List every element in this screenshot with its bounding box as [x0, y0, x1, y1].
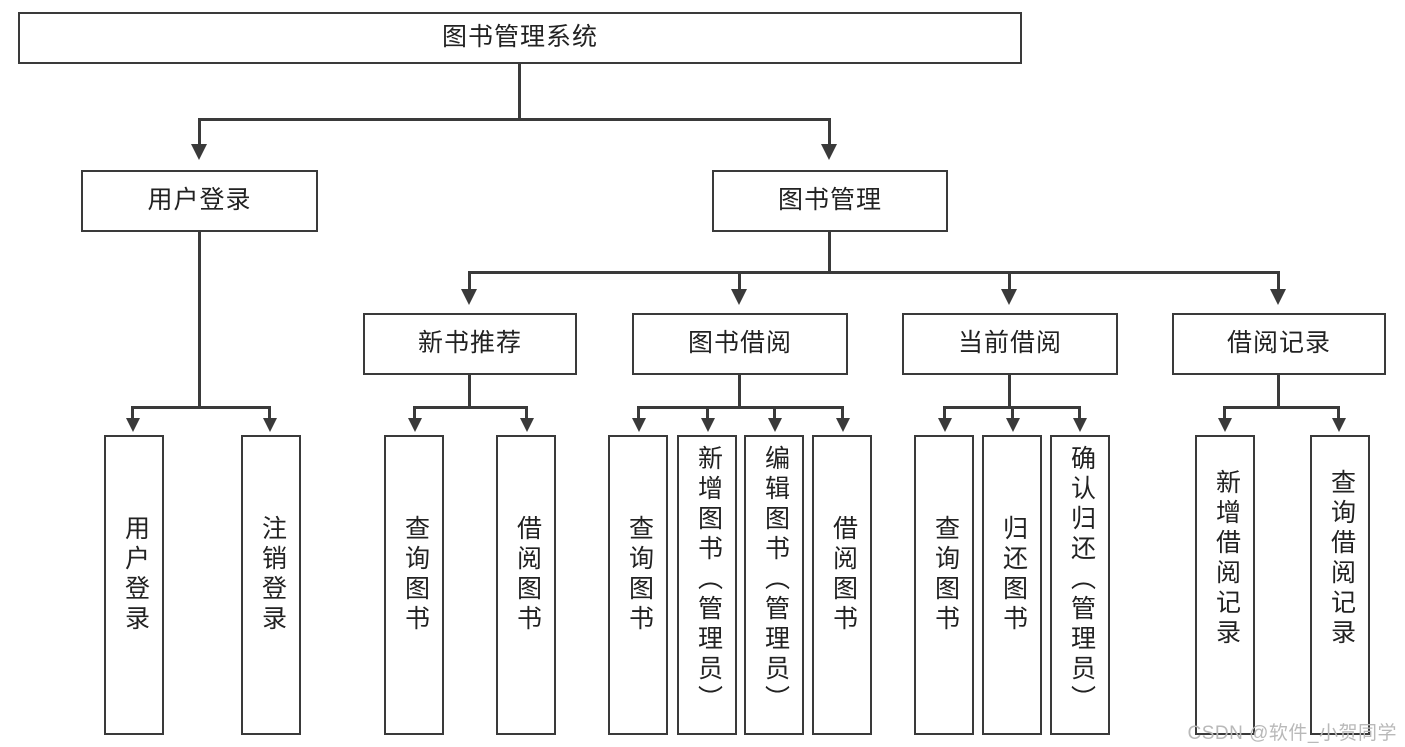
- arrowhead-query-book-2: [632, 418, 646, 432]
- node-current-borrow[interactable]: 当前借阅: [902, 313, 1118, 375]
- arrowhead-query-book-1: [408, 418, 422, 432]
- connector-drop-add-book: [706, 406, 709, 420]
- connector-bar-book-borrow: [637, 406, 844, 409]
- node-new-book-recommend[interactable]: 新书推荐: [363, 313, 577, 375]
- node-label: 新书推荐: [417, 329, 522, 358]
- connector-drop-query-record: [1337, 406, 1340, 420]
- leaf-query-book-current[interactable]: 查询图书: [914, 435, 974, 735]
- node-user-login[interactable]: 用户登录: [81, 170, 318, 232]
- arrowhead-book-borrow: [731, 289, 747, 305]
- arrowhead-query-book-3: [938, 418, 952, 432]
- connector-bar-new-book: [413, 406, 528, 409]
- connector-drop-borrow-book-2: [841, 406, 844, 420]
- arrowhead-borrow-book-1: [520, 418, 534, 432]
- arrowhead-borrow-book-2: [836, 418, 850, 432]
- connector-stem-book-borrow: [738, 375, 741, 409]
- connector-drop-user-login: [198, 118, 201, 146]
- leaf-return-book[interactable]: 归还图书: [982, 435, 1042, 735]
- connector-drop-query-book-2: [637, 406, 640, 420]
- connector-drop-leaf-logout: [268, 406, 271, 420]
- connector-book-manage-bar: [468, 271, 1280, 274]
- connector-user-login-stem: [198, 232, 201, 409]
- node-label: 查询图书: [625, 515, 654, 635]
- arrowhead-return-book: [1006, 418, 1020, 432]
- leaf-borrow-book-recommend[interactable]: 借阅图书: [496, 435, 556, 735]
- node-label: 注销登录: [258, 515, 287, 635]
- arrowhead-add-record: [1218, 418, 1232, 432]
- arrowhead-book-manage: [821, 144, 837, 160]
- node-label: 用户登录: [121, 515, 150, 635]
- leaf-confirm-return[interactable]: 确认归还（管理员）: [1050, 435, 1110, 735]
- node-label: 查询图书: [931, 515, 960, 635]
- arrowhead-query-record: [1332, 418, 1346, 432]
- node-label: 确认归还（管理员）: [1067, 445, 1096, 715]
- connector-drop-book-manage: [828, 118, 831, 146]
- leaf-user-login[interactable]: 用户登录: [104, 435, 164, 735]
- connector-drop-new-book: [468, 271, 471, 291]
- node-label: 归还图书: [999, 515, 1028, 635]
- leaf-query-book-borrow[interactable]: 查询图书: [608, 435, 668, 735]
- connector-drop-edit-book: [773, 406, 776, 420]
- node-label: 新增借阅记录: [1212, 469, 1241, 649]
- leaf-query-book-recommend[interactable]: 查询图书: [384, 435, 444, 735]
- connector-stem-borrow-records: [1277, 375, 1280, 409]
- arrowhead-borrow-records: [1270, 289, 1286, 305]
- connector-drop-confirm-return: [1078, 406, 1081, 420]
- connector-root-bar: [198, 118, 830, 121]
- connector-stem-current-borrow: [1008, 375, 1011, 409]
- leaf-add-book[interactable]: 新增图书（管理员）: [677, 435, 737, 735]
- arrowhead-edit-book: [768, 418, 782, 432]
- leaf-query-borrow-record[interactable]: 查询借阅记录: [1310, 435, 1370, 735]
- connector-drop-borrow-book-1: [525, 406, 528, 420]
- arrowhead-new-book: [461, 289, 477, 305]
- leaf-logout[interactable]: 注销登录: [241, 435, 301, 735]
- node-label: 编辑图书（管理员）: [761, 445, 790, 715]
- arrowhead-add-book: [701, 418, 715, 432]
- arrowhead-leaf-user-login: [126, 418, 140, 432]
- node-label: 新增图书（管理员）: [694, 445, 723, 715]
- arrowhead-user-login: [191, 144, 207, 160]
- node-label: 借阅图书: [829, 515, 858, 635]
- node-book-borrow[interactable]: 图书借阅: [632, 313, 848, 375]
- node-label: 借阅记录: [1226, 329, 1331, 358]
- node-borrow-records[interactable]: 借阅记录: [1172, 313, 1386, 375]
- node-label: 借阅图书: [513, 515, 542, 635]
- arrowhead-leaf-logout: [263, 418, 277, 432]
- connector-drop-borrow-records: [1277, 271, 1280, 291]
- connector-root-stem: [518, 64, 521, 120]
- leaf-edit-book[interactable]: 编辑图书（管理员）: [744, 435, 804, 735]
- node-book-management[interactable]: 图书管理: [712, 170, 948, 232]
- connector-drop-book-borrow: [738, 271, 741, 291]
- arrowhead-confirm-return: [1073, 418, 1087, 432]
- node-label: 图书借阅: [687, 329, 792, 358]
- connector-drop-leaf-user-login: [131, 406, 134, 420]
- connector-drop-query-book-1: [413, 406, 416, 420]
- connector-stem-new-book: [468, 375, 471, 409]
- leaf-borrow-book[interactable]: 借阅图书: [812, 435, 872, 735]
- connector-user-login-bar: [131, 406, 270, 409]
- node-label: 图书管理: [777, 186, 882, 215]
- connector-book-manage-stem: [828, 232, 831, 274]
- node-label: 用户登录: [147, 186, 252, 215]
- connector-drop-query-book-3: [943, 406, 946, 420]
- arrowhead-current-borrow: [1001, 289, 1017, 305]
- connector-drop-add-record: [1223, 406, 1226, 420]
- connector-drop-return-book: [1011, 406, 1014, 420]
- leaf-add-borrow-record[interactable]: 新增借阅记录: [1195, 435, 1255, 735]
- node-label: 查询图书: [401, 515, 430, 635]
- node-label: 查询借阅记录: [1327, 469, 1356, 649]
- node-label: 图书管理系统: [441, 23, 598, 52]
- node-label: 当前借阅: [957, 329, 1062, 358]
- node-root-system[interactable]: 图书管理系统: [18, 12, 1022, 64]
- connector-bar-borrow-records: [1223, 406, 1340, 409]
- connector-drop-current-borrow: [1008, 271, 1011, 291]
- watermark-text: CSDN @软件_小贺同学: [1187, 723, 1397, 744]
